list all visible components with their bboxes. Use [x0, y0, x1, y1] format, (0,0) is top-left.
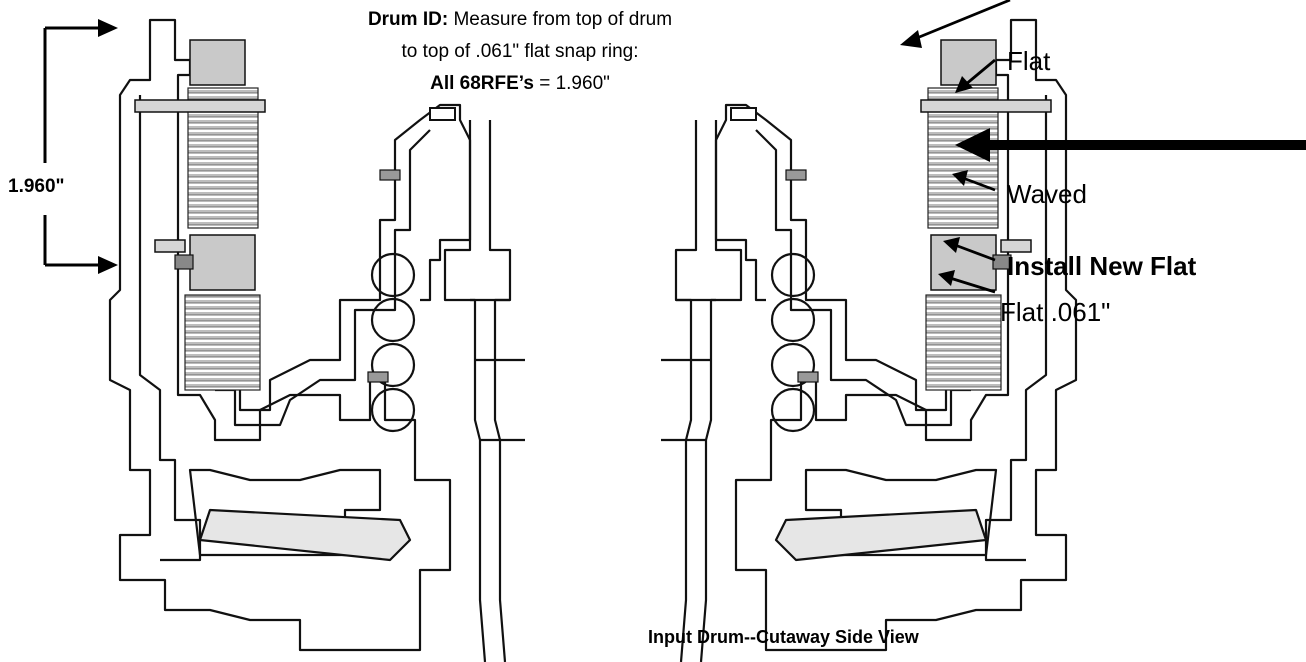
- top-right-arrowhead: [900, 30, 922, 48]
- waved-arrow-shaft: [962, 176, 996, 192]
- callout-flat: Flat: [1007, 46, 1051, 76]
- dimension-label: 1.960": [8, 176, 65, 197]
- callout-arrows: [911, 0, 1011, 294]
- dimension-arrowhead-bottom: [98, 256, 118, 274]
- caption-line-2: to top of .061" flat snap ring:: [401, 40, 639, 62]
- right-drum-section: [661, 18, 1078, 662]
- caption-line-1-bold: Drum ID:: [367, 9, 449, 30]
- dimension-bracket: [43, 26, 100, 267]
- flat-arrowhead: [955, 76, 973, 93]
- callout-flat-061: Flat .061": [1000, 297, 1111, 327]
- callout-waved: Waved: [1007, 179, 1087, 209]
- measurement-caption: Drum ID: Measure from top of drum to top…: [300, 8, 740, 95]
- flat-arrow-shaft: [964, 58, 996, 87]
- caption-line-3: All 68RFE’s = 1.960": [300, 72, 740, 96]
- left-drum-section: [108, 18, 525, 662]
- install-new-flat-arrowhead: [943, 237, 960, 253]
- main-arrowhead: [955, 128, 990, 162]
- flat-061-arrow-shaft: [949, 276, 996, 294]
- figure-caption: Input Drum--Cutaway Side View: [648, 627, 919, 647]
- waved-arrowhead: [952, 170, 968, 186]
- top-right-arrow-shaft: [911, 0, 1011, 42]
- main-arrow-shaft: [985, 140, 1306, 150]
- callout-install-new-flat: Install New Flat: [1007, 251, 1197, 281]
- caption-line-3-bold: All 68RFE’s: [430, 72, 534, 94]
- install-new-flat-arrow-shaft: [954, 243, 996, 262]
- flat-061-arrowhead: [938, 270, 955, 286]
- caption-line-1-text: Measure from top of drum: [448, 9, 673, 30]
- caption-line-1: Drum ID: Measure from top of drum: [300, 8, 740, 32]
- dimension-arrowhead-top: [98, 19, 118, 37]
- caption-line-3-text: = 1.960": [533, 72, 610, 94]
